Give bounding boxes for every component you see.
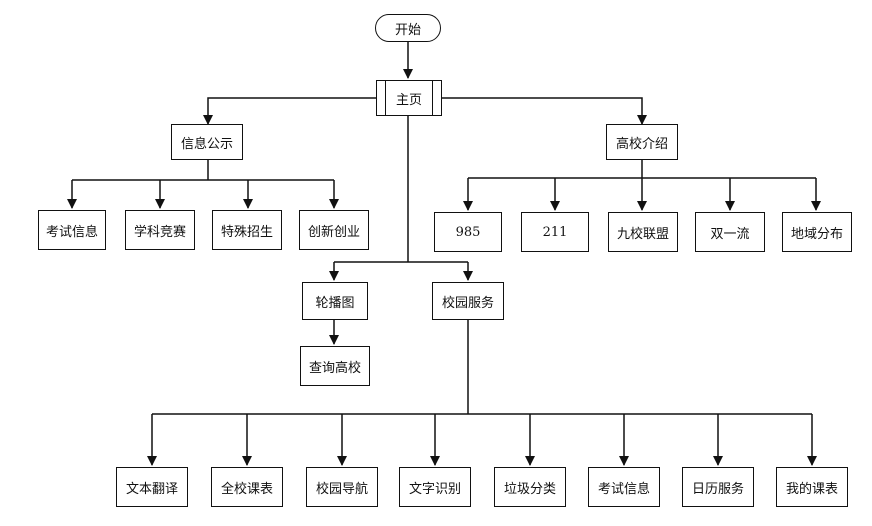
node-985: 985 — [434, 212, 502, 252]
node-intro: 高校介绍 — [606, 124, 678, 160]
node-ocr: 文字识别 — [399, 467, 471, 507]
node-schedule: 全校课表 — [211, 467, 283, 507]
node-campus: 校园服务 — [432, 282, 504, 320]
node-carousel: 轮播图 — [302, 282, 368, 320]
node-region: 地域分布 — [782, 212, 852, 252]
node-innovation: 创新创业 — [299, 210, 369, 250]
node-c9: 九校联盟 — [608, 212, 678, 252]
node-garbage: 垃圾分类 — [494, 467, 566, 507]
node-exam-info: 考试信息 — [38, 210, 106, 250]
node-translate: 文本翻译 — [116, 467, 188, 507]
node-double-first-class: 双一流 — [695, 212, 765, 252]
node-query: 查询高校 — [300, 346, 370, 386]
edge-home-intro — [442, 97, 647, 125]
node-calendar: 日历服务 — [682, 467, 754, 507]
node-exam-info-2: 考试信息 — [588, 467, 660, 507]
node-competition: 学科竞赛 — [125, 210, 195, 250]
node-special: 特殊招生 — [212, 210, 282, 250]
node-my-courses: 我的课表 — [776, 467, 848, 507]
edge-home-info — [203, 97, 376, 125]
node-start: 开始 — [375, 14, 441, 42]
node-info: 信息公示 — [171, 124, 243, 160]
node-211: 211 — [521, 212, 589, 252]
node-home: 主页 — [376, 80, 442, 116]
node-nav: 校园导航 — [306, 467, 378, 507]
